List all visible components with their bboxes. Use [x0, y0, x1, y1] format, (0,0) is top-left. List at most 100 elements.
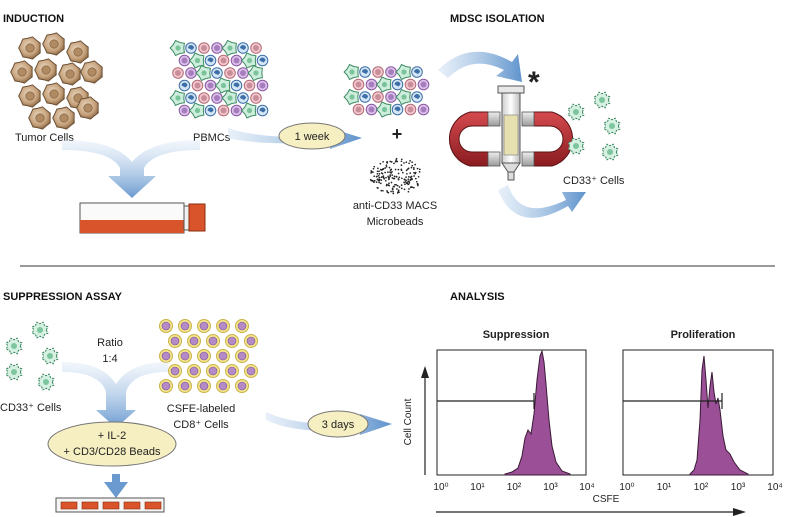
plate-well: [102, 501, 120, 510]
microbead: [410, 166, 413, 169]
ratio-label: Ratio: [97, 337, 123, 349]
section-title-analysis: ANALYSIS: [450, 291, 505, 303]
macs-column: [497, 85, 525, 181]
cell-nucleus: [599, 97, 605, 103]
cell-nucleus: [233, 57, 240, 64]
x-tick-label: 10⁰: [433, 482, 448, 493]
proliferation-histogram: [689, 355, 749, 476]
cell-nucleus: [233, 107, 240, 114]
tumor-cell-nucleus: [25, 43, 35, 53]
cell-nucleus: [227, 366, 237, 376]
microbead: [409, 172, 412, 174]
cell-nucleus: [240, 70, 246, 76]
cell-nucleus: [201, 70, 207, 76]
cell-nucleus: [414, 69, 420, 74]
microbead: [414, 163, 417, 166]
microbead: [411, 164, 414, 167]
microbead: [413, 171, 415, 174]
cell-nucleus: [208, 336, 218, 346]
microbead: [413, 168, 415, 171]
tumor-cell-nucleus: [25, 91, 35, 101]
cell-nucleus: [199, 381, 209, 391]
microbead: [403, 181, 405, 184]
pbmc-cells-cluster: [169, 39, 269, 119]
microbead: [405, 176, 407, 178]
cell-nucleus: [375, 69, 381, 75]
tumor-cell-nucleus: [17, 67, 27, 77]
microbead: [391, 188, 394, 191]
cell-nucleus: [227, 95, 233, 101]
cell-nucleus: [246, 57, 253, 64]
microbead: [377, 167, 379, 170]
microbead: [375, 181, 378, 183]
x-axis-label: CSFE: [593, 494, 620, 505]
ratio-value: 1:4: [102, 353, 117, 365]
cell-nucleus: [259, 57, 266, 63]
microbead: [390, 172, 392, 174]
microbead: [393, 175, 396, 178]
cell-nucleus: [246, 336, 256, 346]
cell-nucleus: [233, 82, 240, 88]
cell-nucleus: [220, 82, 227, 89]
plate-well: [81, 501, 99, 510]
microbead: [395, 157, 398, 160]
microbead: [400, 160, 403, 163]
tumor-cells-cluster: [10, 32, 103, 130]
microbead: [378, 170, 380, 173]
microbead: [414, 177, 417, 180]
cell-nucleus: [237, 381, 247, 391]
microbead: [392, 185, 395, 188]
microbead: [379, 162, 382, 165]
cell-nucleus: [237, 351, 247, 361]
tumor-cell-nucleus: [59, 113, 69, 123]
culture-flask: [79, 202, 206, 234]
microbead: [394, 183, 396, 186]
cd33-cells-assay: [5, 321, 59, 391]
microbead: [406, 181, 409, 184]
suppression-histogram: [504, 349, 571, 476]
cell-nucleus: [218, 351, 228, 361]
cell-nucleus: [180, 381, 190, 391]
x-tick-label: 10⁴: [767, 482, 782, 493]
microbead: [387, 191, 390, 194]
section-title-mdsc-isolation: MDSC ISOLATION: [450, 13, 545, 25]
cell-nucleus: [394, 106, 401, 112]
microbead: [378, 176, 381, 179]
tumor-cells-label: Tumor Cells: [15, 132, 74, 144]
cell-nucleus: [194, 57, 201, 64]
microbead: [382, 176, 384, 178]
cell-nucleus: [11, 369, 17, 375]
cell-nucleus: [349, 94, 355, 100]
cell-nucleus: [259, 107, 266, 113]
proliferation-plot-title: Proliferation: [671, 329, 736, 341]
x-tick-label: 10¹: [470, 482, 485, 493]
plate-well: [60, 501, 78, 510]
microbead: [407, 175, 410, 178]
microbead: [376, 172, 379, 175]
microbead: [382, 168, 385, 170]
csfe-labeled-cells-cluster: [159, 319, 258, 393]
cell-nucleus: [237, 321, 247, 331]
cell-nucleus: [253, 70, 259, 76]
microbeads-label-line1: anti-CD33 MACS: [353, 200, 437, 212]
x-tick-label: 10²: [507, 482, 522, 493]
csfe-label-line1: CSFE-labeled: [167, 403, 235, 415]
microbead: [392, 190, 394, 193]
microbead: [405, 161, 408, 164]
microbead: [392, 192, 395, 195]
microbead: [380, 179, 383, 181]
cell-nucleus: [240, 95, 246, 100]
microbead: [396, 184, 399, 187]
cell-nucleus: [407, 81, 414, 88]
microbead: [407, 190, 410, 193]
x-tick-label: 10²: [694, 482, 709, 493]
microbead: [388, 178, 390, 181]
microbead: [418, 171, 421, 173]
cell-nucleus: [368, 106, 375, 113]
microbead: [390, 168, 393, 171]
microbeads-label-line2: Microbeads: [367, 216, 424, 228]
cell-nucleus: [388, 69, 394, 75]
microbead: [397, 189, 400, 192]
cell-nucleus: [394, 81, 401, 87]
cell-nucleus: [414, 94, 420, 99]
